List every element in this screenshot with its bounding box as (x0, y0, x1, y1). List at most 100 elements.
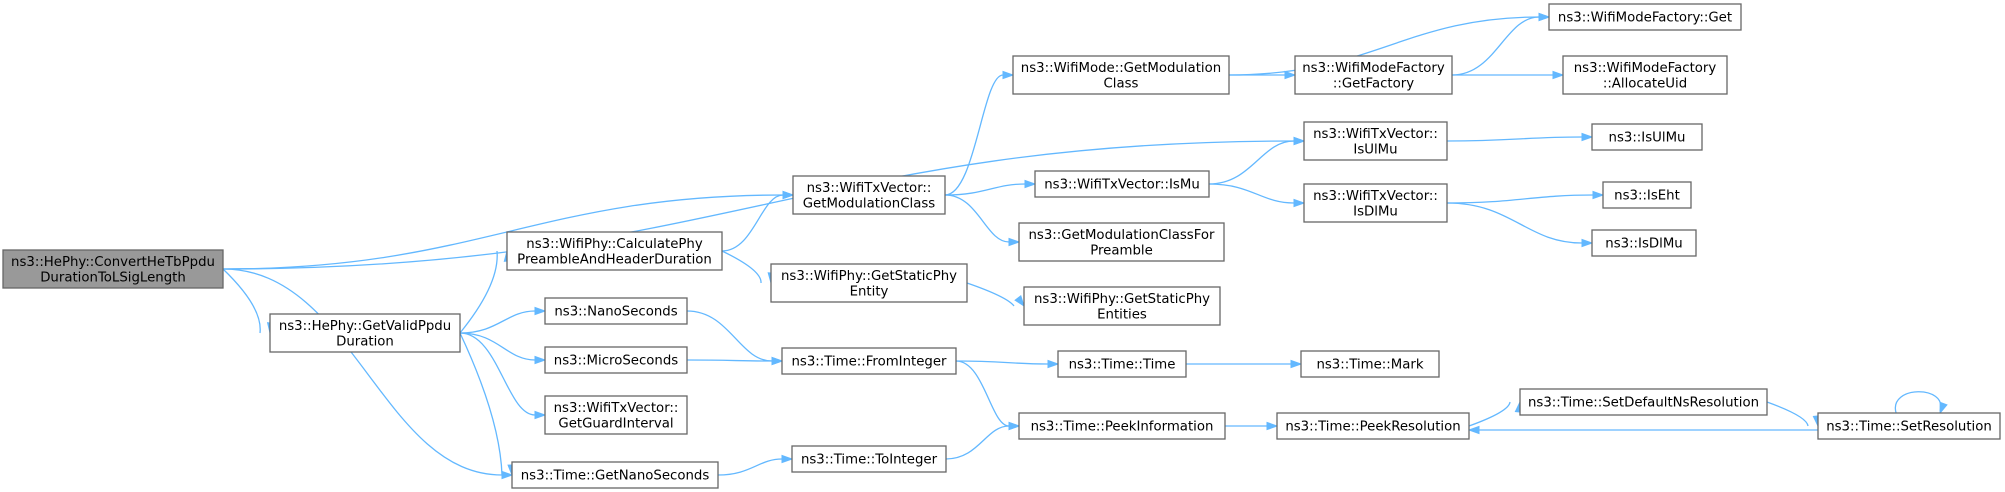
node-box[interactable] (770, 263, 968, 303)
node-box[interactable] (506, 231, 723, 271)
edge-getValidPpdu-to-nanoSeconds (459, 310, 536, 334)
node-factoryGet[interactable]: ns3::WifiModeFactory::Get (1548, 3, 1742, 31)
node-label: ns3::GetModulationClassFor (1028, 228, 1215, 243)
node-box[interactable] (792, 175, 946, 215)
edge-getStaticPhyEntity-to-getStaticPhyEntities (966, 282, 1015, 307)
node-box[interactable] (544, 346, 688, 374)
edge-microSeconds-to-fromInteger-arrowhead (771, 356, 784, 366)
node-box[interactable] (544, 395, 688, 435)
edge-txGetModClass-to-modeGetModClass-arrowhead (1002, 70, 1015, 80)
node-box[interactable] (1023, 286, 1221, 326)
node-box[interactable] (1276, 412, 1470, 440)
node-setResolution[interactable]: ns3::Time::SetResolution (1817, 412, 2001, 440)
edge-toInteger-to-peekInformation (945, 425, 1010, 460)
node-label: ns3::NanoSeconds (554, 305, 677, 320)
node-isUlMu[interactable]: ns3::IsUlMu (1591, 123, 1703, 151)
node-box[interactable] (1519, 388, 1768, 416)
node-box[interactable] (1018, 412, 1226, 440)
node-box[interactable] (1057, 350, 1187, 378)
node-label: ns3::IsDlMu (1605, 237, 1682, 252)
node-calcPhyPreamble[interactable]: ns3::WifiPhy::CalculatePhyPreambleAndHea… (506, 231, 723, 271)
edge-txGetModClass-to-getModClassForPreamble-arrowhead (1008, 237, 1021, 247)
node-fromInteger[interactable]: ns3::Time::FromInteger (781, 347, 957, 375)
edge-getValidPpdu-to-getNanoSeconds (459, 332, 503, 476)
node-factoryGetFactory[interactable]: ns3::WifiModeFactory::GetFactory (1294, 55, 1453, 95)
edge-fromInteger-to-peekInformation (955, 360, 1010, 427)
node-label: ns3::WifiMode::GetModulation (1021, 61, 1221, 76)
node-nanoSeconds[interactable]: ns3::NanoSeconds (544, 297, 688, 325)
edge-factoryGetFactory-to-factoryGet-arrowhead (1538, 12, 1551, 22)
call-graph-edges (222, 12, 1948, 480)
node-label: ns3::WifiPhy::GetStaticPhy (1034, 292, 1210, 307)
node-box[interactable] (1303, 183, 1448, 223)
node-txIsMu[interactable]: ns3::WifiTxVector::IsMu (1034, 170, 1210, 198)
node-box[interactable] (1012, 55, 1230, 95)
node-txIsUlMu[interactable]: ns3::WifiTxVector::IsUlMu (1303, 121, 1448, 161)
node-box[interactable] (1294, 55, 1453, 95)
node-getNanoSeconds[interactable]: ns3::Time::GetNanoSeconds (511, 461, 719, 489)
node-box[interactable] (1303, 121, 1448, 161)
node-isEht[interactable]: ns3::IsEht (1602, 181, 1692, 209)
edge-peekResolution-to-setDefaultNsResolution (1468, 401, 1511, 427)
node-box[interactable] (781, 347, 957, 375)
node-box[interactable] (269, 313, 461, 353)
node-box[interactable] (1602, 181, 1692, 209)
node-box[interactable] (1300, 350, 1440, 378)
edge-fromInteger-to-timeTime-arrowhead (1047, 359, 1060, 369)
node-box[interactable] (1591, 123, 1703, 151)
node-label: ns3::WifiModeFactory::Get (1558, 11, 1732, 26)
node-label: Entities (1097, 307, 1147, 322)
node-label: ns3::Time::FromInteger (791, 355, 947, 370)
node-label: ns3::WifiTxVector:: (1313, 127, 1438, 142)
node-root[interactable]: ns3::HePhy::ConvertHeTbPpduDurationToLSi… (2, 249, 224, 289)
node-toInteger[interactable]: ns3::Time::ToInteger (791, 445, 947, 473)
node-isDlMu[interactable]: ns3::IsDlMu (1591, 229, 1697, 257)
node-timeMark[interactable]: ns3::Time::Mark (1300, 350, 1440, 378)
node-label: DurationToLSigLength (40, 270, 186, 285)
node-setDefaultNsResolution[interactable]: ns3::Time::SetDefaultNsResolution (1519, 388, 1768, 416)
node-box[interactable] (1562, 55, 1728, 95)
node-box[interactable] (791, 445, 947, 473)
edge-txIsDlMu-to-isDlMu-arrowhead (1581, 238, 1594, 248)
edge-root-to-getValidPpdu (222, 268, 261, 334)
edge-getValidPpdu-to-nanoSeconds-arrowhead (534, 306, 547, 316)
edge-getValidPpdu-to-calcPhyPreamble (459, 250, 498, 334)
node-box[interactable] (1034, 170, 1210, 198)
node-factoryAllocateUid[interactable]: ns3::WifiModeFactory::AllocateUid (1562, 55, 1728, 95)
node-txIsDlMu[interactable]: ns3::WifiTxVector::IsDlMu (1303, 183, 1448, 223)
node-label: ns3::HePhy::ConvertHeTbPpdu (11, 255, 215, 270)
node-label: ns3::WifiTxVector:: (807, 181, 932, 196)
node-box[interactable] (1817, 412, 2001, 440)
node-label: GetModulationClass (803, 196, 936, 211)
edge-nanoSeconds-to-fromInteger (686, 310, 773, 362)
node-peekInformation[interactable]: ns3::Time::PeekInformation (1018, 412, 1226, 440)
node-modeGetModClass[interactable]: ns3::WifiMode::GetModulationClass (1012, 55, 1230, 95)
edge-root-to-txIsUlMu (222, 140, 1295, 270)
edge-getValidPpdu-to-getGuardInterval-arrowhead (534, 410, 547, 420)
node-label: ns3::IsUlMu (1609, 131, 1686, 146)
node-microSeconds[interactable]: ns3::MicroSeconds (544, 346, 688, 374)
node-txGetModClass[interactable]: ns3::WifiTxVector::GetModulationClass (792, 175, 946, 215)
node-label: ns3::HePhy::GetValidPpdu (279, 319, 451, 334)
node-label: ns3::Time::SetDefaultNsResolution (1528, 396, 1759, 411)
edge-txIsMu-to-txIsUlMu (1208, 140, 1295, 185)
node-peekResolution[interactable]: ns3::Time::PeekResolution (1276, 412, 1470, 440)
node-label: ::GetFactory (1333, 76, 1414, 91)
node-box[interactable] (544, 297, 688, 325)
node-box[interactable] (1548, 3, 1742, 31)
call-graph-nodes: ns3::HePhy::ConvertHeTbPpduDurationToLSi… (2, 3, 2001, 489)
edge-txIsMu-to-txIsDlMu-arrowhead (1293, 198, 1306, 208)
node-box[interactable] (511, 461, 719, 489)
node-box[interactable] (2, 249, 224, 289)
node-box[interactable] (1591, 229, 1697, 257)
node-box[interactable] (1018, 222, 1225, 262)
node-getGuardInterval[interactable]: ns3::WifiTxVector::GetGuardInterval (544, 395, 688, 435)
node-label: GetGuardInterval (558, 416, 673, 431)
node-timeTime[interactable]: ns3::Time::Time (1057, 350, 1187, 378)
edge-modeGetModClass-to-factoryGet (1228, 16, 1540, 76)
node-label: IsDlMu (1353, 204, 1398, 219)
